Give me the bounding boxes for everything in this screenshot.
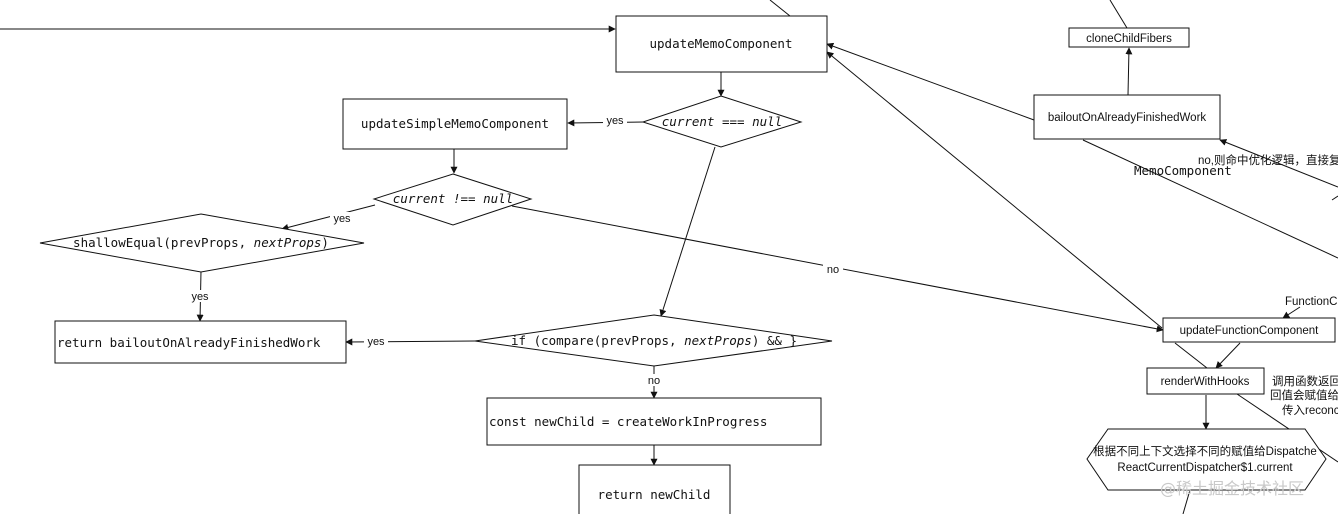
label-no-long: no (827, 264, 839, 276)
decision-current-null: current === null (641, 95, 803, 148)
call-note-line-2: 回值会赋值给 (1270, 389, 1338, 402)
edge-clone-up-offscreen (1109, 0, 1128, 29)
return-new-child-label: return newChild (598, 487, 711, 502)
edge-top-offscreen (769, 0, 791, 17)
edge-dispatcher-down (1182, 489, 1191, 514)
render-with-hooks-label: renderWithHooks (1161, 376, 1250, 388)
label-no-compare: no (648, 375, 660, 387)
node-bailout-right: bailoutOnAlreadyFinishedWork (1033, 94, 1221, 140)
no-hit-note: no,则命中优化逻辑，直接复 (1198, 153, 1338, 167)
node-update-memo-component: updateMemoComponent (615, 15, 828, 73)
compare-post: ) && } (752, 333, 797, 348)
compare-pre: if (compare(prevProps, (511, 333, 684, 348)
node-update-function-component: updateFunctionComponent (1162, 317, 1336, 343)
shallow-equal-fn: shallowEqual(prevProps, (73, 235, 254, 250)
edge-labels: yes yes yes yes no no (188, 114, 843, 387)
node-clone-child-fibers: cloneChildFibers (1068, 27, 1190, 48)
decision-shallow-equal: shallowEqual(prevProps, nextProps) (39, 213, 365, 273)
label-yes-below-shallow: yes (191, 291, 209, 303)
update-simple-memo-label: updateSimpleMemoComponent (361, 116, 549, 131)
edge-update-to-render-hooks (1215, 342, 1241, 369)
shallow-equal-end: ) (321, 235, 329, 250)
call-note-line-1: 调用函数返回 (1272, 374, 1338, 388)
compare-arg: nextProps (684, 333, 752, 348)
decision-compare: if (compare(prevProps, nextProps) && } (474, 314, 833, 367)
update-function-label: updateFunctionComponent (1180, 325, 1320, 337)
label-yes-shallow: yes (333, 213, 351, 225)
edge-function-c-to-update (1282, 306, 1301, 319)
edge-right-offscreen-arrow (1331, 195, 1338, 201)
bailout-right-label: bailoutOnAlreadyFinishedWork (1048, 112, 1207, 124)
const-new-child-label: const newChild = createWorkInProgress (489, 414, 767, 429)
clone-child-label: cloneChildFibers (1086, 33, 1172, 45)
node-dispatcher: 根据不同上下文选择不同的赋值给Dispatche ReactCurrentDis… (1086, 428, 1327, 491)
edge-right-to-bailout (1219, 139, 1338, 188)
current-null-label: current === null (662, 114, 782, 129)
decision-current-not-null: current !== null (372, 173, 533, 226)
memo-component-note: MemoComponent (1134, 163, 1232, 178)
edge-update-to-render-line (1174, 342, 1208, 369)
node-return-new-child: return newChild (578, 464, 731, 514)
current-not-null-label: current !== null (393, 191, 513, 206)
compare-label: if (compare(prevProps, nextProps) && } (511, 333, 797, 348)
return-bailout-label: return bailoutOnAlreadyFinishedWork (57, 335, 321, 350)
node-const-new-child: const newChild = createWorkInProgress (486, 397, 822, 446)
edge-memo-note-line (1082, 139, 1338, 259)
edge-bailout-to-memo (826, 42, 1035, 121)
edge-update-function-to-memo (826, 51, 1163, 329)
dispatcher-line-1: 根据不同上下文选择不同的赋值给Dispatche (1093, 444, 1317, 458)
label-yes-simple: yes (606, 115, 624, 127)
edge-current-null-to-compare (659, 146, 716, 317)
node-render-with-hooks: renderWithHooks (1146, 367, 1265, 395)
call-note-line-3: 传入reconc (1282, 403, 1338, 417)
watermark: @稀土掘金技术社区 (1160, 479, 1304, 498)
shallow-equal-arg: nextProps (254, 235, 322, 250)
dispatcher-line-2: ReactCurrentDispatcher$1.current (1117, 462, 1293, 474)
label-yes-return: yes (367, 336, 385, 348)
shallow-equal-label: shallowEqual(prevProps, nextProps) (73, 235, 329, 250)
node-return-bailout: return bailoutOnAlreadyFinishedWork (54, 320, 347, 364)
update-memo-label: updateMemoComponent (650, 36, 793, 51)
edge-current-not-null-to-shallow (281, 204, 376, 231)
node-update-simple-memo-component: updateSimpleMemoComponent (342, 98, 568, 150)
function-c-label: FunctionC (1285, 296, 1337, 308)
edge-render-to-right (1236, 393, 1338, 463)
edge-bailout-to-clone (1125, 47, 1133, 96)
